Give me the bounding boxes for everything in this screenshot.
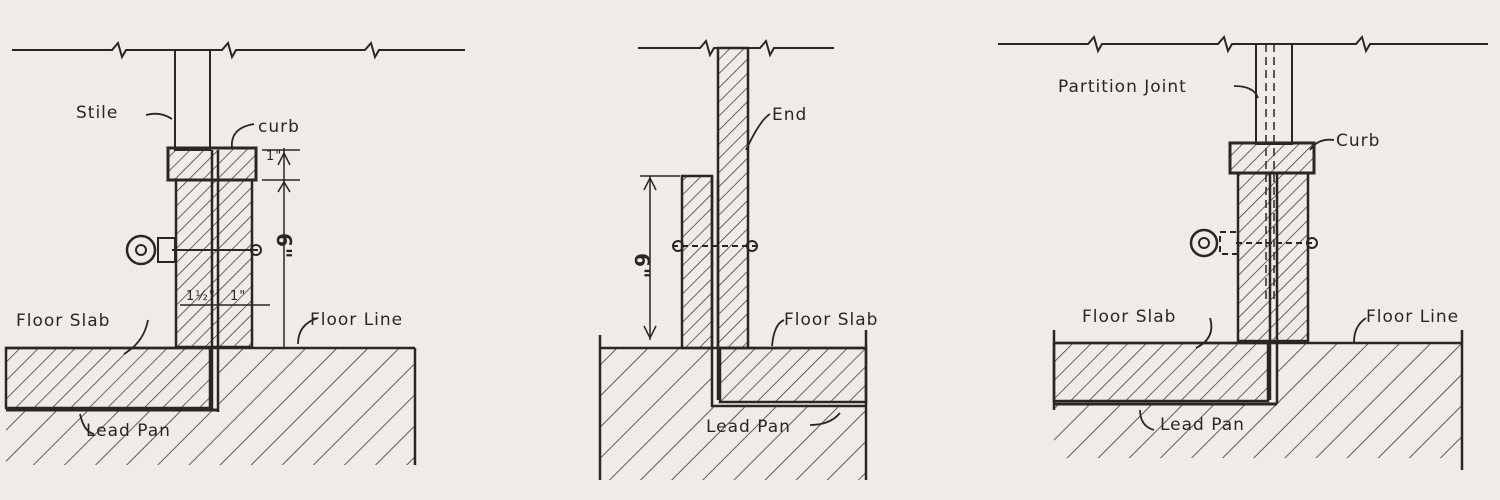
label-floor-slab-2: Floor Slab: [784, 310, 878, 330]
front-curb: [680, 174, 714, 350]
curb-body: [174, 178, 254, 349]
stile: [174, 49, 211, 151]
curb-body-3: [1236, 171, 1310, 343]
label-dim-1-half: 1½": [186, 289, 216, 304]
label-lead-pan-1: Lead Pan: [86, 421, 171, 441]
label-floor-slab-1: Floor Slab: [16, 311, 110, 331]
ceiling-break-line: [12, 40, 465, 60]
end-panel: [716, 46, 750, 350]
label-floor-line-3: Floor Line: [1366, 307, 1459, 327]
detail-end-panel: [598, 38, 868, 480]
label-stile: Stile: [76, 103, 118, 123]
dimension-6in: [180, 148, 300, 348]
label-partition-joint: Partition Joint: [1058, 77, 1187, 97]
label-curb-1: curb: [258, 117, 300, 137]
detail-stile-curb: [4, 40, 465, 465]
label-dim-6-2: 6": [630, 253, 654, 279]
label-lead-pan-3: Lead Pan: [1160, 415, 1245, 435]
floor-slab-3: [1052, 341, 1270, 403]
label-dim-1: 1": [230, 289, 246, 304]
floor-slab: [4, 346, 212, 410]
label-floor-slab-3: Floor Slab: [1082, 307, 1176, 327]
concrete-base: [6, 410, 415, 465]
detail-partition-joint: [998, 34, 1488, 470]
label-dim-6-1: 6": [272, 233, 296, 259]
label-end: End: [772, 105, 807, 125]
label-curb-3: Curb: [1336, 131, 1380, 151]
floor-slab-2: [718, 346, 868, 404]
label-dim-1-top: 1": [266, 149, 282, 164]
label-lead-pan-2: Lead Pan: [706, 417, 791, 437]
ceiling-break-line-3: [998, 34, 1488, 54]
bolt: [157, 237, 258, 263]
curb-cap-3: [1228, 141, 1316, 175]
label-floor-line-1: Floor Line: [310, 310, 403, 330]
